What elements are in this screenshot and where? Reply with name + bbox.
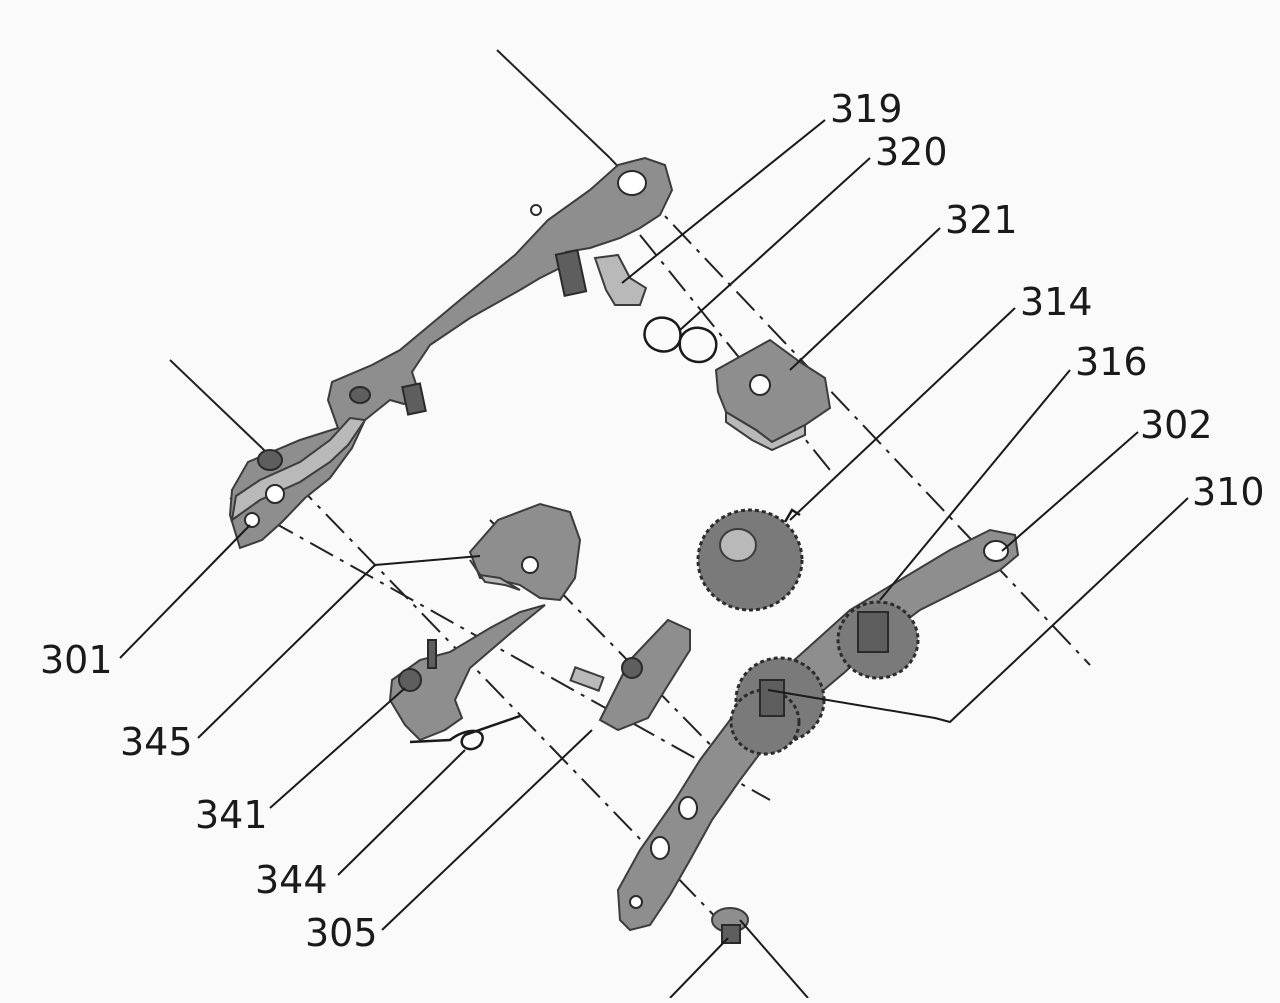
part-345-cam bbox=[468, 502, 582, 602]
part-319-pawl bbox=[593, 253, 648, 306]
label-302: 302 bbox=[1140, 403, 1213, 447]
label-305: 305 bbox=[305, 911, 378, 955]
part-305-ratchet bbox=[569, 618, 691, 732]
upper-bridge-plate bbox=[228, 156, 674, 550]
part-321-block bbox=[714, 338, 832, 452]
leader-lines bbox=[119, 119, 1189, 931]
label-314: 314 bbox=[1020, 280, 1093, 324]
part-320-spring bbox=[643, 316, 718, 364]
label-341: 341 bbox=[195, 793, 268, 837]
label-345: 345 bbox=[120, 720, 193, 764]
label-320: 320 bbox=[875, 130, 948, 174]
part-314-gear bbox=[696, 508, 804, 612]
lower-bridge-plate bbox=[616, 528, 1020, 932]
label-301: 301 bbox=[40, 638, 113, 682]
part-labels: 319 320 321 314 316 302 310 301 345 341 … bbox=[40, 87, 1265, 955]
label-310: 310 bbox=[1192, 470, 1265, 514]
label-316: 316 bbox=[1075, 340, 1148, 384]
bottom-screw bbox=[669, 907, 809, 999]
label-344: 344 bbox=[255, 858, 328, 902]
part-341-lever bbox=[388, 604, 546, 751]
label-319: 319 bbox=[830, 87, 903, 131]
label-321: 321 bbox=[945, 198, 1018, 242]
